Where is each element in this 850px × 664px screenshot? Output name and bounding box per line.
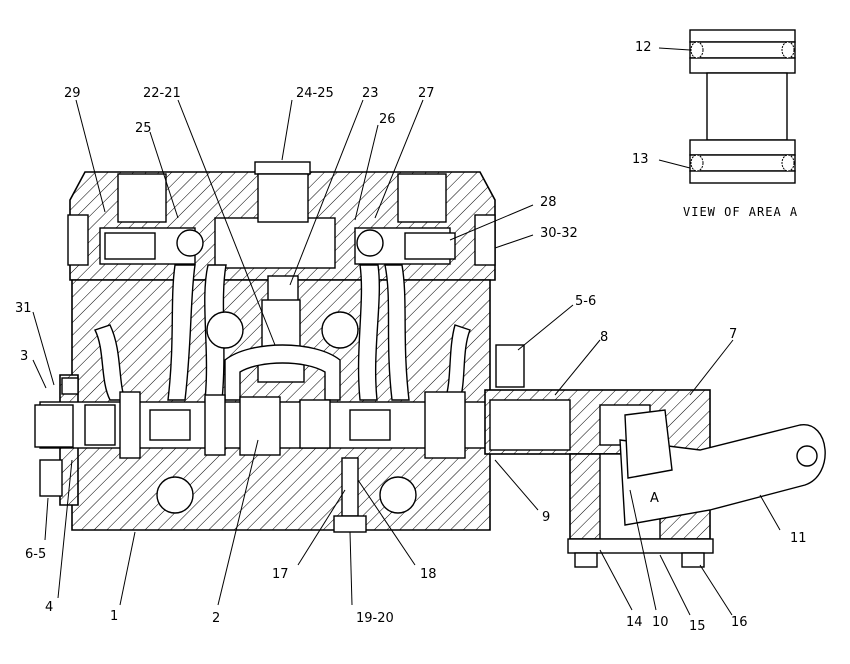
area-a-detail	[689, 29, 796, 184]
callout-1: 1	[110, 609, 118, 624]
callout-3: 3	[20, 349, 28, 364]
callout-27: 27	[418, 86, 435, 101]
callout-5-6: 5-6	[575, 294, 596, 309]
lever	[619, 409, 826, 526]
area-a-caption: VIEW OF AREA A	[683, 205, 798, 219]
callout-17: 17	[272, 567, 289, 582]
upper-cavities	[67, 173, 496, 383]
spool	[34, 391, 491, 459]
callout-22-21: 22-21	[143, 86, 181, 101]
callout-24-25: 24-25	[296, 86, 334, 101]
callout-14: 14	[626, 615, 643, 630]
left-end-cap	[39, 377, 79, 497]
callout-15: 15	[689, 619, 706, 634]
callout-11: 11	[790, 531, 807, 546]
callout-30-32: 30-32	[540, 226, 578, 241]
callout-4: 4	[45, 600, 53, 615]
callout-25: 25	[135, 121, 152, 136]
callout-29: 29	[64, 86, 81, 101]
leader-lines	[32, 47, 781, 616]
callout-18: 18	[420, 567, 437, 582]
callout-10: 10	[652, 615, 669, 630]
callout-12: 12	[635, 40, 652, 55]
callout-23: 23	[362, 86, 379, 101]
callout-labels: 12 13 29 22-21 25 24-25 23 26 27 28 30-3…	[15, 40, 807, 634]
callout-8: 8	[600, 330, 608, 345]
callout-13: 13	[632, 152, 649, 167]
callout-16: 16	[731, 615, 748, 630]
callout-7: 7	[729, 327, 737, 342]
callout-26: 26	[379, 112, 396, 127]
callout-9: 9	[542, 510, 550, 525]
callout-28: 28	[540, 195, 557, 210]
bottom-fitting	[333, 457, 367, 533]
callout-2: 2	[212, 611, 220, 626]
callout-31: 31	[15, 301, 32, 316]
callout-6-5: 6-5	[25, 547, 46, 562]
area-marker: A	[650, 491, 659, 506]
callout-19-20: 19-20	[356, 611, 394, 626]
